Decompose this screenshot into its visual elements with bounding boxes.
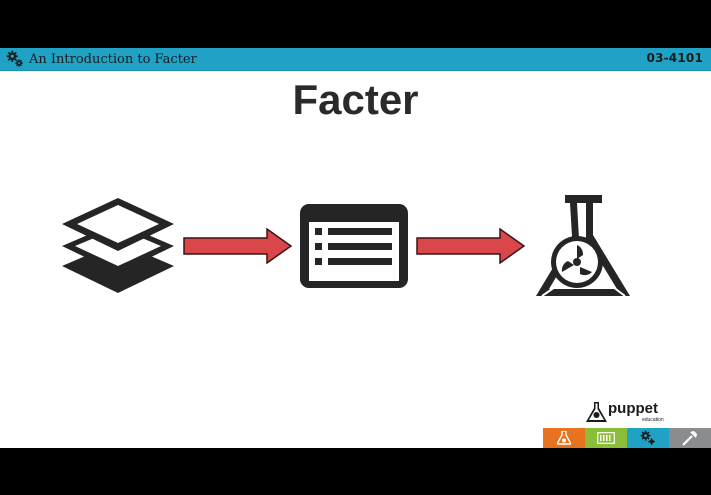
puppet-logo: puppet education (586, 400, 672, 426)
gears-icon (640, 430, 655, 445)
flask-icon (536, 195, 630, 297)
slide: An Introduction to Facter 03-4101 Facter (0, 48, 711, 448)
tab-keyboard[interactable] (585, 428, 627, 448)
flask-icon (557, 431, 571, 445)
course-title: An Introduction to Facter (29, 51, 197, 67)
footer-tabs (543, 428, 711, 448)
tab-gears[interactable] (627, 428, 669, 448)
layers-icon (62, 198, 174, 293)
slide-title: Facter (292, 76, 419, 123)
keyboard-icon (597, 432, 615, 444)
logo-word: puppet (608, 400, 658, 417)
logo-subtitle: education (642, 417, 664, 423)
title-bar: An Introduction to Facter 03-4101 (0, 48, 711, 71)
arrow-2 (416, 228, 526, 264)
puppet-flask-icon (586, 402, 607, 422)
tab-flask[interactable] (543, 428, 585, 448)
gears-icon (6, 50, 23, 67)
list-icon (300, 204, 408, 288)
hammer-icon (682, 431, 697, 446)
arrow-1 (183, 228, 293, 264)
tab-hammer[interactable] (669, 428, 711, 448)
course-code: 03-4101 (646, 51, 703, 65)
